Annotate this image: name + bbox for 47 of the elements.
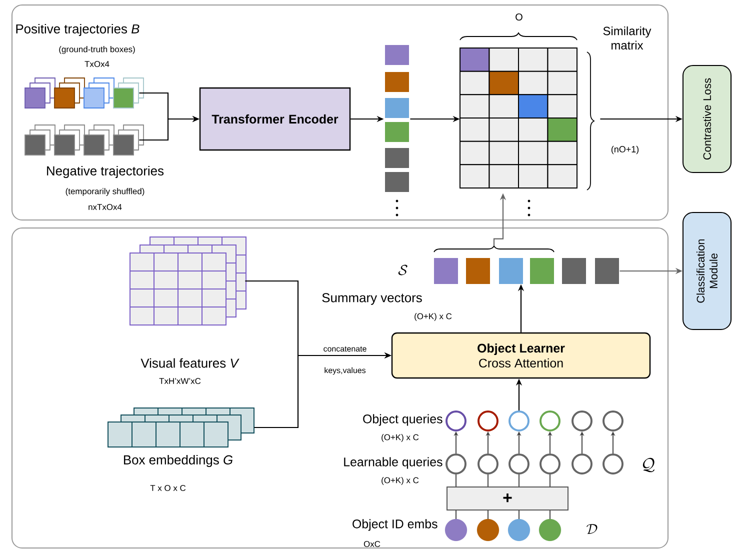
dimension-text: OxC <box>364 541 380 547</box>
math-symbol: $\mathcal{S}$ <box>398 264 408 276</box>
query-circle <box>602 410 624 432</box>
query-circle <box>478 410 498 432</box>
panel <box>12 228 668 548</box>
dimension-text: (O+K) x C <box>382 477 419 485</box>
connector-line <box>518 510 520 520</box>
math-symbol: $\mathcal{Q}$ <box>642 458 655 472</box>
math-symbol: $\mathcal{D}$ <box>586 524 598 534</box>
panel <box>12 4 668 220</box>
dimension-text: nxTxOx4 <box>88 204 122 210</box>
query-circle <box>540 410 560 432</box>
query-circle <box>572 454 592 474</box>
module-box: Classification Module <box>682 212 732 330</box>
heading: Positive trajectories B <box>16 24 140 36</box>
embedding-dot <box>508 518 530 542</box>
query-circle <box>572 410 592 432</box>
dimension-text: (O+K) x C <box>414 313 452 321</box>
embedding-dot <box>476 518 500 542</box>
heading: Object queries <box>363 414 442 426</box>
query-circle <box>508 410 530 432</box>
heading: Similarity matrix <box>603 26 652 50</box>
heading: Summary vectors <box>322 293 422 305</box>
brace-label: (nO+1) <box>612 146 639 154</box>
loss-box: Contrastive Loss <box>682 65 732 173</box>
heading: Box embeddings G <box>124 454 233 468</box>
heading: Object ID embs <box>352 519 438 531</box>
heading: Learnable queries <box>344 457 442 469</box>
caption-text: (temporarily shuffled) <box>66 188 144 196</box>
query-circle <box>478 454 498 474</box>
dimension-text: TxOx4 <box>84 61 110 67</box>
embedding-dot <box>538 518 562 542</box>
dimension-text: TxH’xW’xC <box>159 378 201 384</box>
brace-label: O <box>516 13 522 21</box>
attention-box: Object Learner Cross Attention <box>391 332 651 379</box>
embedding-column <box>385 45 409 216</box>
dimension-text: T x O x C <box>150 485 186 491</box>
sum-box: + <box>446 486 568 510</box>
query-circle <box>508 454 530 474</box>
dimension-text: (O+K) x C <box>382 434 419 442</box>
query-circle <box>540 454 560 474</box>
heading: Visual features V <box>140 358 240 368</box>
connector-line <box>518 474 520 487</box>
query-circle <box>602 454 624 474</box>
caption-text: (ground-truth boxes) <box>59 46 135 54</box>
heading: Negative trajectories <box>47 166 164 178</box>
encoder-box: Transformer Encoder <box>199 87 351 151</box>
